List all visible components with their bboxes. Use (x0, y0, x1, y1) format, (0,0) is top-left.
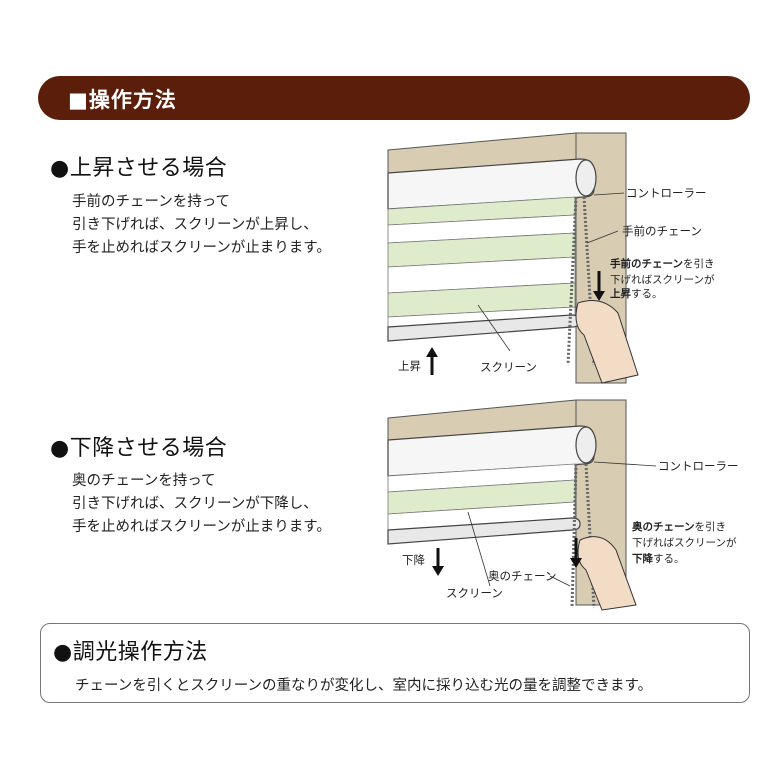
lower-note: 奥のチェーンを引き (632, 520, 726, 533)
hand-icon (575, 300, 639, 384)
dimming-box: ●調光操作方法 チェーンを引くとスクリーンの重なりが変化し、室内に採り込む光の量… (40, 623, 750, 703)
raise-note: 手前のチェーンを引き (610, 257, 714, 270)
raise-title: ●上昇させる場合 (50, 156, 228, 181)
raise-note-bold: 手前のチェーン (610, 257, 683, 270)
lower-diagram: コントローラー 奥のチェーンを引き 下げればスクリーンが 下降する。 下降 奥の… (387, 399, 739, 611)
lower-note-rest: を引き (694, 520, 726, 533)
lower-chain-label: 奥のチェーン (488, 569, 556, 583)
lower-line: 引き下げれば、スクリーンが下降し、 (72, 496, 318, 512)
lower-note-line2: 下げればスクリーンが (632, 536, 737, 549)
dimming-title: ●調光操作方法 (53, 640, 208, 665)
lower-line: 奥のチェーンを持って (72, 473, 216, 489)
lower-screen-label: スクリーン (446, 586, 503, 600)
lower-note-bold: 奥のチェーン (632, 520, 694, 533)
bead-chain-icon (566, 196, 578, 366)
raise-direction-label: 上昇 (398, 359, 421, 373)
lower-direction-label: 下降 (402, 553, 425, 567)
raise-screen-label: スクリーン (480, 360, 537, 374)
lower-controller-label: コントローラー (658, 459, 739, 473)
controller (575, 426, 597, 464)
header-title: ■操作方法 (68, 88, 177, 112)
raise-note-line3-rest: する。 (631, 288, 663, 300)
lower-line: 手を止めればスクリーンが止まります。 (72, 519, 331, 535)
lower-note-line3: 下降する。 (632, 552, 685, 565)
raise-note-rest: を引き (683, 257, 715, 270)
dimming-description: チェーンを引くとスクリーンの重なりが変化し、室内に採り込む光の量を調整できます。 (75, 678, 653, 694)
bead-chain-icon (570, 463, 578, 609)
lower-note-line3-rest: する。 (653, 553, 685, 565)
raise-line: 引き下げれば、スクリーンが上昇し、 (72, 217, 318, 233)
raise-line: 手前のチェーンを持って (72, 194, 231, 210)
raise-controller-label: コントローラー (626, 186, 707, 200)
controller (575, 159, 597, 197)
section-header: ■操作方法 (38, 76, 750, 120)
lower-title: ●下降させる場合 (50, 436, 228, 461)
raise-note-line3-bold: 上昇 (610, 287, 631, 300)
raise-chain-label: 手前のチェーン (622, 224, 702, 238)
hand-icon (577, 536, 637, 611)
lower-note-line3-bold: 下降 (632, 552, 653, 565)
raise-note-line2: 下げればスクリーンが (610, 273, 715, 286)
raise-line: 手を止めればスクリーンが止まります。 (72, 240, 331, 256)
raise-description: 手前のチェーンを持って 引き下げれば、スクリーンが上昇し、 手を止めればスクリー… (72, 191, 331, 260)
raise-note-line3: 上昇する。 (610, 287, 663, 300)
lower-description: 奥のチェーンを持って 引き下げれば、スクリーンが下降し、 手を止めればスクリーン… (72, 470, 331, 539)
raise-diagram: コントローラー 手前のチェーン 手前のチェーンを引き 下げればスクリーンが 上昇… (387, 132, 715, 384)
